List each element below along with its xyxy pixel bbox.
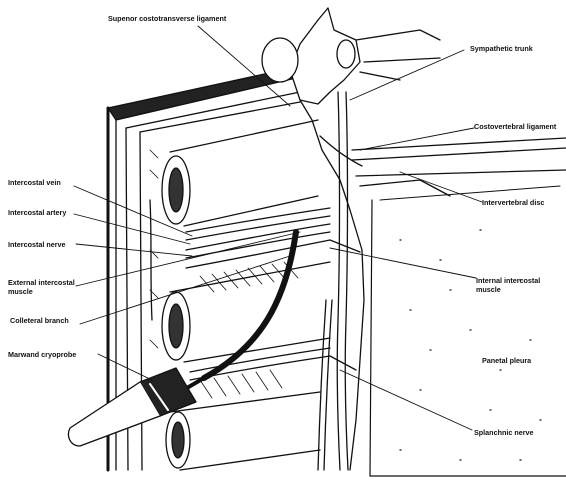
label-external-intercostal-line1: External intercostal xyxy=(8,278,75,287)
label-external-intercostal-line2: muscle xyxy=(8,287,75,296)
label-internal-intercostal-muscle: Internal intercostal muscle xyxy=(476,276,540,294)
label-intercostal-nerve: Intercostal nerve xyxy=(8,240,66,249)
label-splanchnic-nerve: Splanchnic nerve xyxy=(474,428,534,437)
intercostal-bundle xyxy=(186,208,330,380)
label-superior-costotransverse-ligament: Supenor costotransverse ligament xyxy=(108,14,226,23)
label-external-intercostal-muscle: External intercostal muscle xyxy=(8,278,75,296)
label-internal-intercostal-line1: Internal intercostal xyxy=(476,276,540,285)
splanchnic-nerve xyxy=(318,300,332,470)
label-internal-intercostal-line2: muscle xyxy=(476,285,540,294)
rib-upper xyxy=(162,120,318,226)
label-intervertebral-disc: Intervertebral disc xyxy=(482,198,544,207)
label-costovertebral-ligament: Costovertebral ligament xyxy=(474,122,556,131)
label-sympathetic-trunk: Sympathetic trunk xyxy=(470,44,533,53)
leader-lines xyxy=(74,26,482,430)
label-parietal-pleura: Panetal pleura xyxy=(482,356,531,365)
label-cryoprobe: Marwand cryoprobe xyxy=(8,350,76,359)
label-intercostal-vein: Intercostal vein xyxy=(8,178,61,187)
label-intercostal-artery: Intercostal artery xyxy=(8,208,66,217)
vertebral-column xyxy=(262,8,566,470)
parietal-pleura xyxy=(370,186,566,476)
label-collateral-branch: Colleteral branch xyxy=(10,316,69,325)
